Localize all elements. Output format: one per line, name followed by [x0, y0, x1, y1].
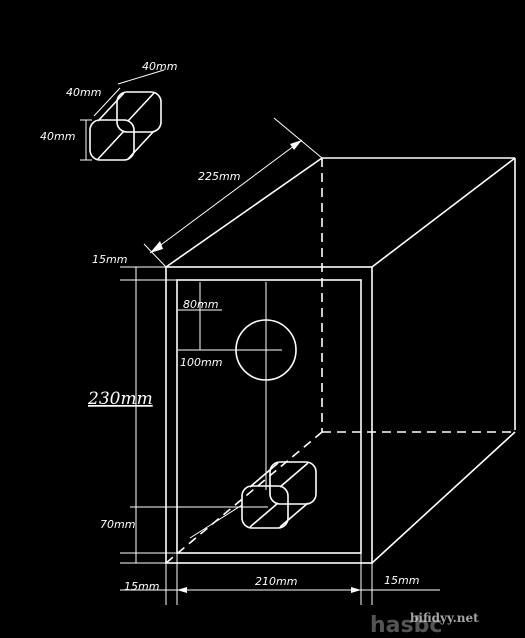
hole-offset-label: 80mm: [183, 298, 218, 311]
watermark-site: bifidyy.net: [410, 611, 479, 625]
port-offset-label: 70mm: [100, 518, 135, 531]
front-panel-outer: [165, 266, 373, 564]
bottom-panel-label: 15mm: [124, 580, 159, 593]
box-body: [165, 157, 516, 564]
hole-size-label: 100mm: [180, 356, 222, 369]
speaker-hole: [178, 282, 297, 490]
inner-width-label: 210mm: [255, 575, 297, 588]
port-detail-back: [116, 91, 162, 133]
port-detail: 40mm 40mm 40mm: [40, 60, 177, 161]
dimension-lines: [120, 117, 440, 605]
watermark-brand: hasbc: [370, 613, 442, 638]
bass-port: [130, 461, 317, 539]
port-detail-front: [89, 119, 135, 161]
port-width-label: 40mm: [142, 60, 177, 73]
height-label: 230mm: [87, 389, 153, 409]
port-depth-label: 40mm: [66, 86, 101, 99]
right-panel-label: 15mm: [384, 574, 419, 587]
depth-label: 225mm: [198, 170, 240, 183]
top-panel-label: 15mm: [92, 253, 127, 266]
port-height-label: 40mm: [40, 130, 75, 143]
front-panel-inner: [176, 279, 362, 554]
